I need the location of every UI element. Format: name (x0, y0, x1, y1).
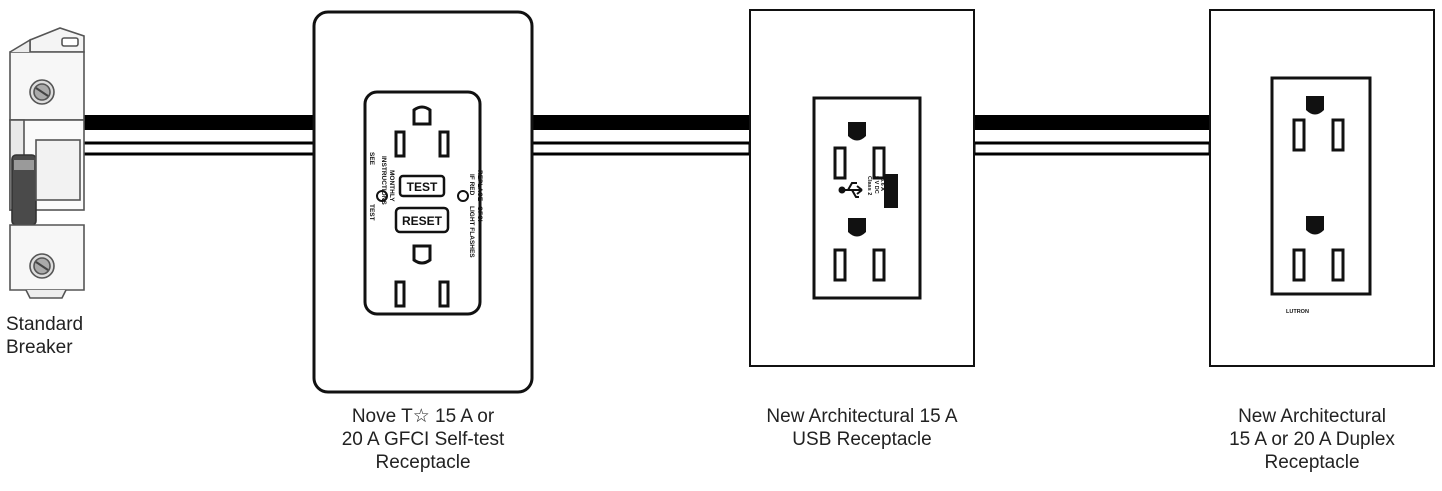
duplex-upper-ground-hole (1306, 96, 1324, 115)
wire-run-gfci-to-usb (530, 115, 752, 156)
duplex-brand-logo: LUTRON (1286, 309, 1309, 315)
usb-label-line-2: USB Receptacle (792, 429, 932, 450)
gfci-test-indicator (376, 190, 388, 202)
gfci-face (363, 90, 482, 316)
gfci-note-if-red: IF RED (468, 174, 475, 196)
usb-label-line-1: New Architectural 15 A (766, 406, 958, 427)
usb-label: New Architectural 15 A USB Receptacle (722, 405, 1002, 451)
gfci-note-see: SEE (368, 152, 375, 166)
duplex-lower-ground-hole (1306, 216, 1324, 235)
gfci-lower-ground-hole (412, 244, 432, 265)
duplex-receptacle: LUTRON (1209, 9, 1435, 367)
duplex-upper-slot-right (1331, 118, 1345, 152)
gfci-label: Nove T☆ 15 A or 20 A GFCI Self-test Rece… (293, 405, 553, 474)
gfci-lower-slot-right (438, 280, 450, 308)
duplex-label-line-2: 15 A or 20 A Duplex (1229, 429, 1395, 450)
gfci-note-gfci: GFCI (476, 206, 483, 222)
duplex-upper-slot-left (1292, 118, 1306, 152)
usb-upper-slot-left (833, 146, 847, 180)
duplex-label: New Architectural 15 A or 20 A Duplex Re… (1192, 405, 1432, 474)
usb-face (812, 96, 922, 300)
gfci-note-test: TEST (368, 204, 375, 221)
breaker-label: Standard Breaker (6, 313, 83, 359)
gfci-lower-slot-left (394, 280, 406, 308)
usb-upper-slot-right (872, 146, 886, 180)
gfci-note-instructions: INSTRUCTIONS (380, 156, 387, 205)
gfci-upper-slot-left (394, 130, 406, 158)
gfci-note-replace: REPLACE (476, 170, 483, 202)
wire-run-usb-to-duplex (972, 115, 1212, 156)
usb-port[interactable] (884, 174, 898, 208)
usb-note-voltage: 5 V DC (873, 176, 879, 194)
gfci-label-line-3: Receptacle (375, 452, 471, 473)
gfci-test-button[interactable] (398, 174, 446, 198)
gfci-upper-slot-right (438, 130, 450, 158)
usb-lower-slot-left (833, 248, 847, 282)
usb-note-class: Class 2 (866, 176, 872, 195)
wire-run-breaker-to-gfci (74, 115, 318, 156)
duplex-label-line-3: Receptacle (1264, 452, 1360, 473)
gfci-reset-button[interactable] (394, 206, 450, 234)
gfci-note-light-flashes: LIGHT FLASHES (468, 206, 475, 258)
gfci-note-monthly: MONTHLY (388, 170, 395, 202)
usb-lower-slot-right (872, 248, 886, 282)
breaker-label-line-2: Breaker (6, 337, 73, 358)
gfci-receptacle: TEST RESET SEE INSTRUCTIONS TEST MONTHLY… (312, 10, 534, 394)
duplex-lower-slot-left (1292, 248, 1306, 282)
duplex-label-line-1: New Architectural (1238, 406, 1386, 427)
breaker-label-line-1: Standard (6, 314, 84, 335)
usb-symbol-icon (838, 182, 863, 198)
gfci-reset-button-label: RESET (402, 214, 443, 228)
usb-lower-ground-hole (848, 218, 866, 237)
breaker-illustration (9, 27, 85, 299)
usb-upper-ground-hole (848, 122, 866, 141)
gfci-test-button-label: TEST (407, 180, 438, 194)
gfci-red-light-indicator (457, 190, 469, 202)
duplex-face (1270, 76, 1372, 296)
duplex-lower-slot-right (1331, 248, 1345, 282)
gfci-upper-ground-hole (412, 105, 432, 126)
gfci-label-line-1: Nove T☆ 15 A or (351, 406, 495, 427)
gfci-label-line-2: 20 A GFCI Self-test (341, 429, 505, 450)
usb-note-current: 3.6 A (879, 178, 885, 191)
usb-receptacle: Class 2 5 V DC 3.6 A (749, 9, 975, 367)
